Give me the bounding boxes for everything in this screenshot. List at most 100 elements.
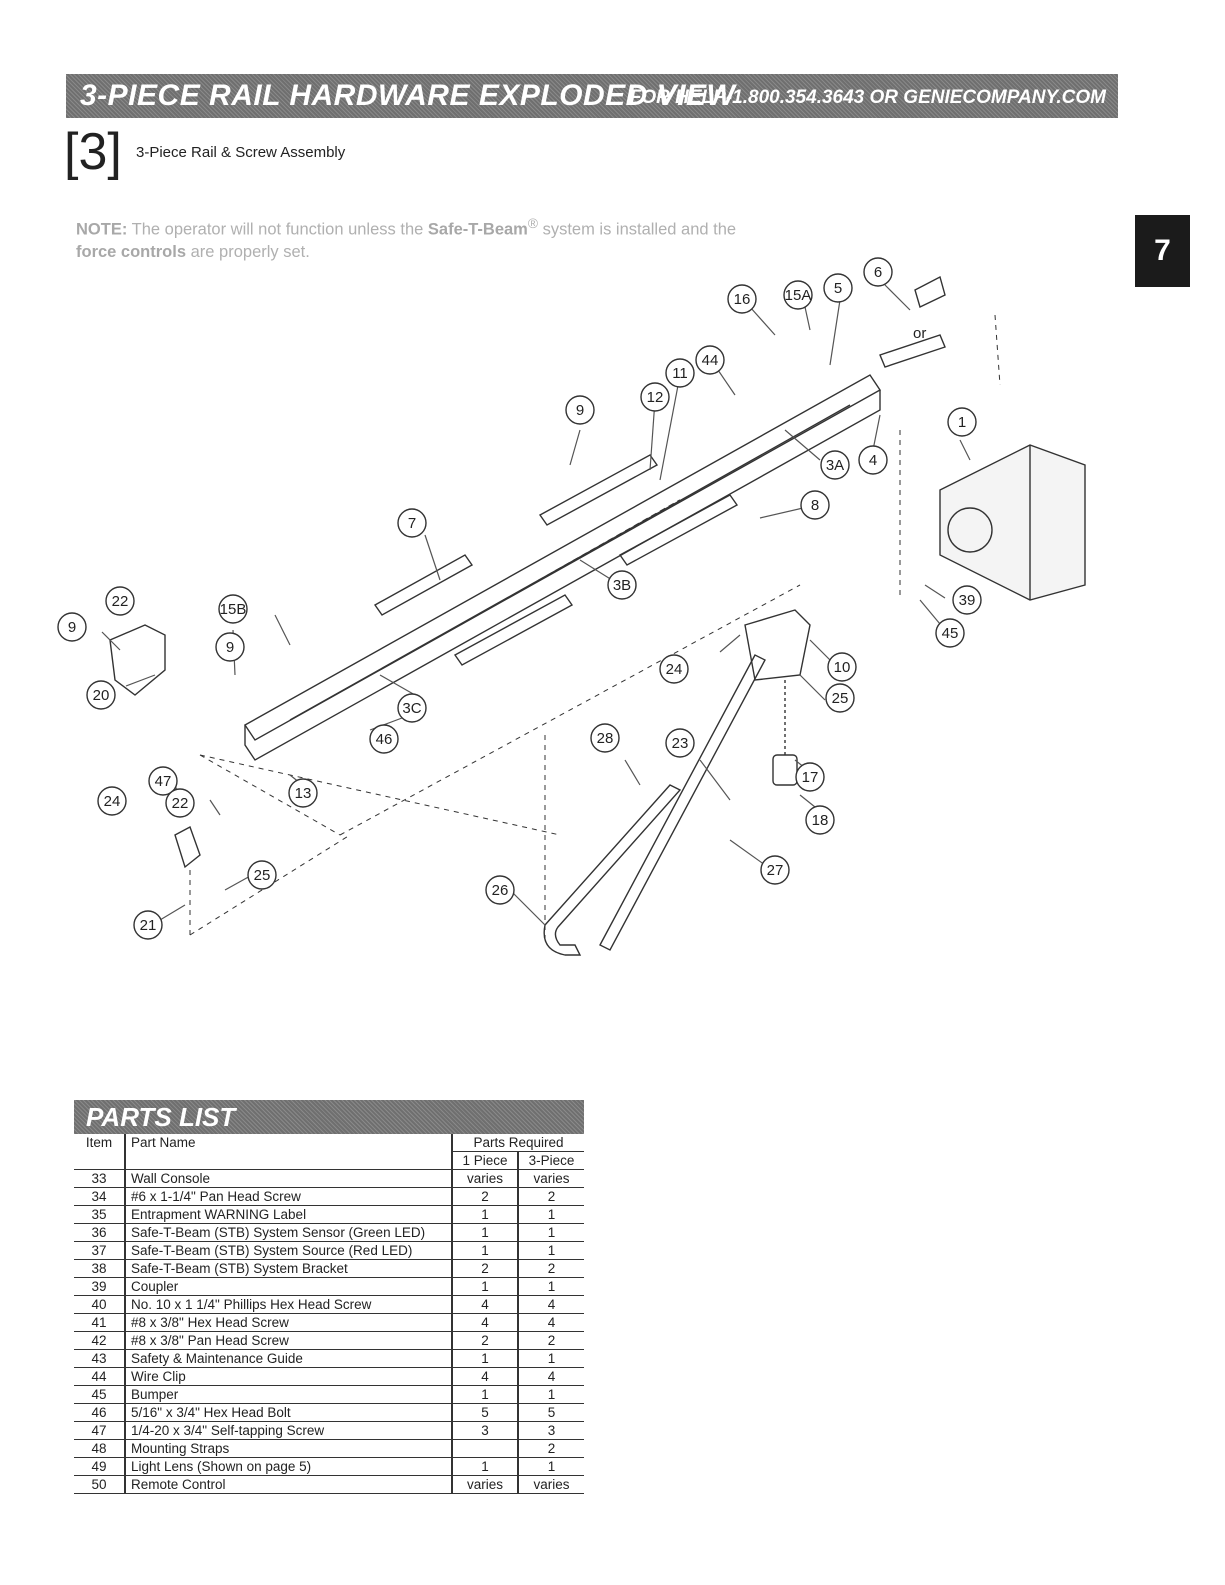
qty-one-piece: 3 (452, 1421, 519, 1440)
callout-label: 27 (767, 862, 784, 879)
callout-label: 3C (402, 700, 421, 717)
qty-three-piece: 1 (518, 1241, 584, 1260)
qty-one-piece: 4 (452, 1313, 519, 1332)
callout-label: 7 (408, 515, 416, 532)
callout-circle (695, 345, 725, 375)
stop-bolt (772, 754, 798, 786)
part-item-number: 37 (74, 1241, 126, 1260)
callout-circle (485, 875, 515, 905)
header-banner: 3-PIECE RAIL HARDWARE EXPLODED VIEW FOR … (66, 74, 1118, 118)
callout-circle (947, 407, 977, 437)
callout-label: 9 (68, 619, 76, 636)
qty-three-piece: 4 (518, 1295, 584, 1314)
part-name: Bumper (125, 1385, 453, 1404)
page-title: 3-PIECE RAIL HARDWARE EXPLODED VIEW (80, 79, 736, 112)
callout-circle (288, 778, 318, 808)
callout-label: 10 (834, 659, 851, 676)
front-bracket (174, 826, 201, 869)
callout-circle (590, 723, 620, 753)
callout-circle (133, 910, 163, 940)
part-item-number: 34 (74, 1187, 126, 1206)
rail-strap (618, 494, 739, 566)
callout-circle (565, 395, 595, 425)
callout-label: 1 (958, 414, 966, 431)
qty-three-piece: varies (518, 1475, 584, 1494)
callout-label: 12 (647, 389, 664, 406)
part-name: #8 x 3/8" Hex Head Screw (125, 1313, 453, 1332)
callout-circle (105, 586, 135, 616)
callout-circle (760, 855, 790, 885)
callout-label: 46 (376, 731, 393, 748)
part-item-number: 33 (74, 1169, 126, 1188)
callout-label: 4 (869, 452, 877, 469)
qty-one-piece: 5 (452, 1403, 519, 1422)
part-item-number: 42 (74, 1331, 126, 1350)
alt-rear-bracket (914, 275, 946, 308)
qty-three-piece: 1 (518, 1205, 584, 1224)
qty-three-piece: 4 (518, 1313, 584, 1332)
callout-circle (247, 860, 277, 890)
part-name: Safety & Maintenance Guide (125, 1349, 453, 1368)
callout-label: 9 (226, 639, 234, 656)
part-item-number: 41 (74, 1313, 126, 1332)
qty-one-piece: 1 (452, 1457, 519, 1476)
callout-label: 25 (254, 867, 271, 884)
part-item-number: 40 (74, 1295, 126, 1314)
note-text-1: The operator will not function unless th… (127, 220, 428, 239)
callout-label: 16 (734, 291, 751, 308)
part-name: Light Lens (Shown on page 5) (125, 1457, 453, 1476)
col-three-piece-header: 3-Piece (518, 1151, 584, 1170)
col-one-piece-header: 1 Piece (452, 1151, 519, 1170)
note-text-2: system is installed and the (537, 220, 737, 239)
qty-one-piece: 1 (452, 1223, 519, 1242)
rail-strap (538, 454, 659, 526)
callout-label: 22 (172, 795, 189, 812)
part-item-number: 38 (74, 1259, 126, 1278)
qty-three-piece: 4 (518, 1367, 584, 1386)
qty-one-piece: varies (452, 1475, 519, 1494)
callout-label: 24 (104, 793, 121, 810)
qty-three-piece: 3 (518, 1421, 584, 1440)
qty-three-piece: 2 (518, 1439, 584, 1458)
callout-circle (665, 728, 695, 758)
callout-circle (397, 693, 427, 723)
qty-one-piece: 1 (452, 1349, 519, 1368)
part-name: Wire Clip (125, 1367, 453, 1386)
part-name: Safe-T-Beam (STB) System Source (Red LED… (125, 1241, 453, 1260)
part-item-number: 35 (74, 1205, 126, 1224)
callout-label: 3B (613, 577, 631, 594)
note-registered-mark: ® (527, 216, 538, 231)
callout-label: 39 (959, 592, 976, 609)
part-name: Entrapment WARNING Label (125, 1205, 453, 1224)
part-item-number: 45 (74, 1385, 126, 1404)
callout-label: 6 (874, 264, 882, 281)
qty-one-piece: 2 (452, 1331, 519, 1350)
part-name: Safe-T-Beam (STB) System Bracket (125, 1259, 453, 1278)
chapter-tab: 7 (1135, 215, 1190, 287)
qty-three-piece: 1 (518, 1223, 584, 1242)
callout-label: 3A (826, 457, 844, 474)
callout-circle (827, 652, 857, 682)
part-name: Remote Control (125, 1475, 453, 1494)
qty-one-piece: 1 (452, 1241, 519, 1260)
col-name-header: Part Name (125, 1134, 453, 1170)
part-item-number: 44 (74, 1367, 126, 1386)
qty-three-piece: 2 (518, 1331, 584, 1350)
callout-label: 20 (93, 687, 110, 704)
or-label: or (913, 325, 926, 342)
part-name: Wall Console (125, 1169, 453, 1188)
callout-circle (863, 257, 893, 287)
rail-strap (373, 554, 474, 616)
callout-label: 25 (832, 690, 849, 707)
qty-three-piece: 1 (518, 1385, 584, 1404)
